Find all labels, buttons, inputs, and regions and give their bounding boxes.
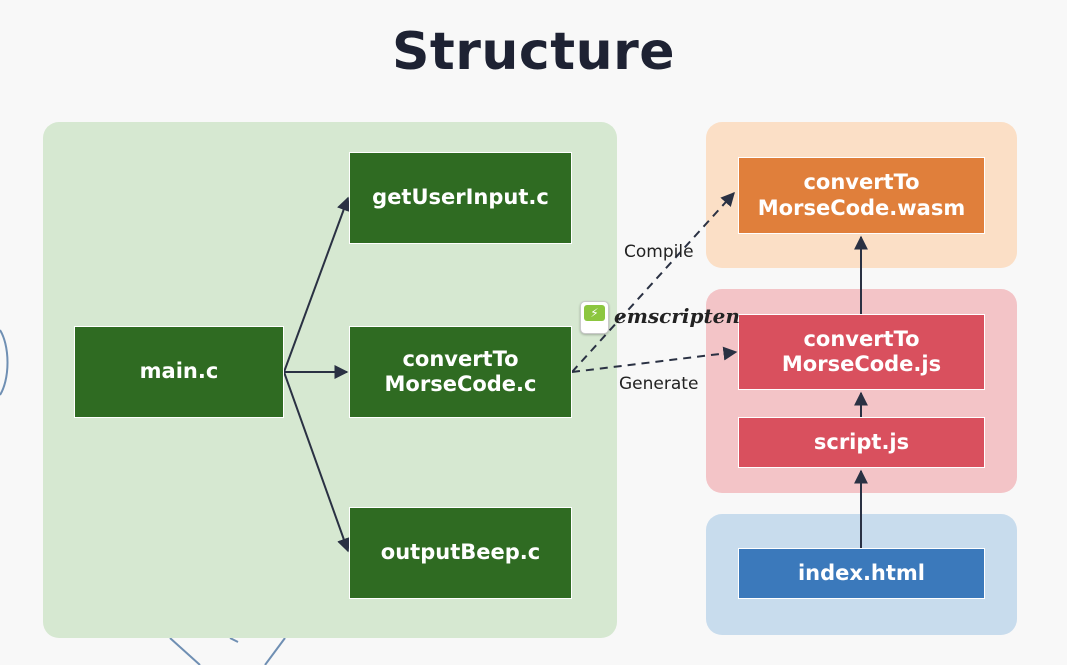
edge-generate — [571, 346, 738, 373]
node-outputbeep-c: outputBeep.c — [349, 507, 572, 599]
edge-label-compile: Compile — [624, 242, 694, 262]
page-title: Structure — [391, 22, 676, 82]
edge-compile — [571, 191, 735, 373]
node-converttomorsecode-js: convertTo MorseCode.js — [738, 314, 985, 390]
emscripten-logo-icon: ⚡ — [580, 301, 609, 334]
edge-label-generate: Generate — [619, 374, 699, 394]
node-main-c: main.c — [74, 326, 284, 418]
node-converttomorsecode-wasm: convertTo MorseCode.wasm — [738, 157, 985, 234]
edge-main-to-outputbeep — [283, 371, 351, 553]
node-script-js: script.js — [738, 417, 985, 468]
node-converttomorsecode-c: convertTo MorseCode.c — [349, 326, 572, 418]
node-index-html: index.html — [738, 548, 985, 599]
node-getuserinput-c: getUserInput.c — [349, 152, 572, 244]
edge-main-to-getuserinput — [283, 196, 351, 373]
emscripten-label: emscripten — [614, 304, 740, 328]
